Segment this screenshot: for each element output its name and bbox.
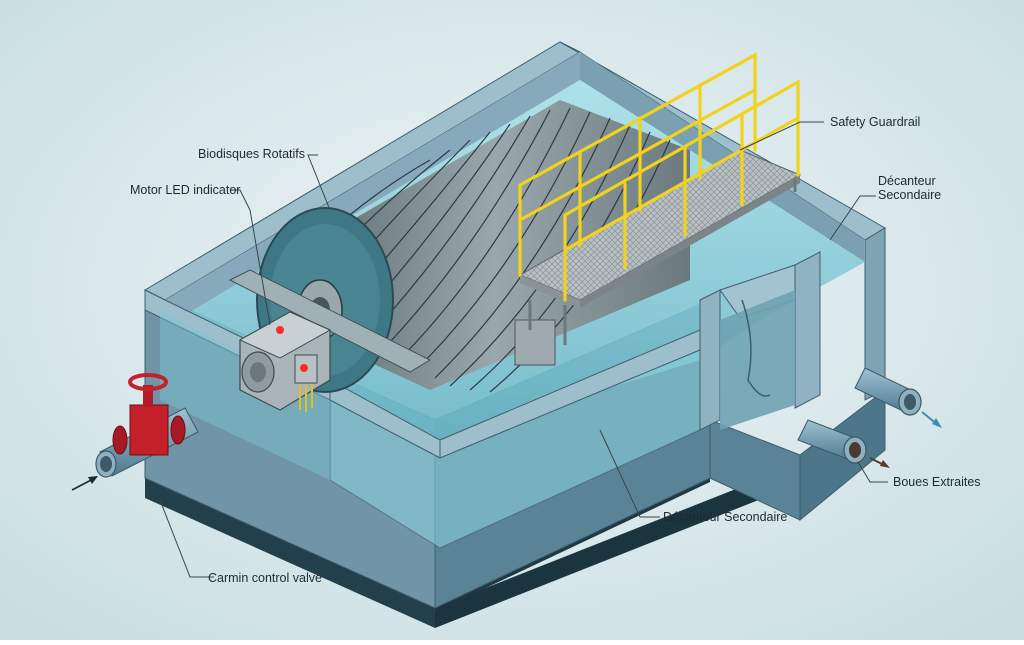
sludge-arrowhead-icon [880, 460, 890, 468]
label-guardrail: Safety Guardrail [830, 115, 920, 129]
outlet-arrowhead-icon [932, 418, 942, 428]
label-decanteur-right-line2: Secondaire [878, 188, 941, 202]
outlet-pipe-upper [854, 367, 922, 416]
label-valve: Carmin control valve [208, 571, 322, 585]
safety-guardrail [518, 52, 800, 302]
outlet-pipe-sludge [797, 419, 867, 464]
label-motor-led: Motor LED indicator [130, 183, 240, 197]
leader-lines [159, 121, 888, 578]
label-biodisques: Biodisques Rotatifs [198, 147, 305, 161]
inlet-arrowhead-icon [88, 476, 98, 484]
label-decanteur-right-line1: Décanteur [878, 174, 936, 188]
motor-led-icon [276, 326, 284, 334]
motor [238, 311, 332, 412]
label-decanteur-bottom: Décanteur Secondaire [663, 510, 787, 524]
support-beam [228, 269, 432, 373]
valve-icon [112, 373, 186, 456]
walkway-platform [514, 149, 802, 366]
panel-led-icon [300, 364, 308, 372]
label-decanteur-right: Décanteur Secondaire [878, 174, 941, 202]
label-boues: Boues Extraites [893, 475, 981, 489]
